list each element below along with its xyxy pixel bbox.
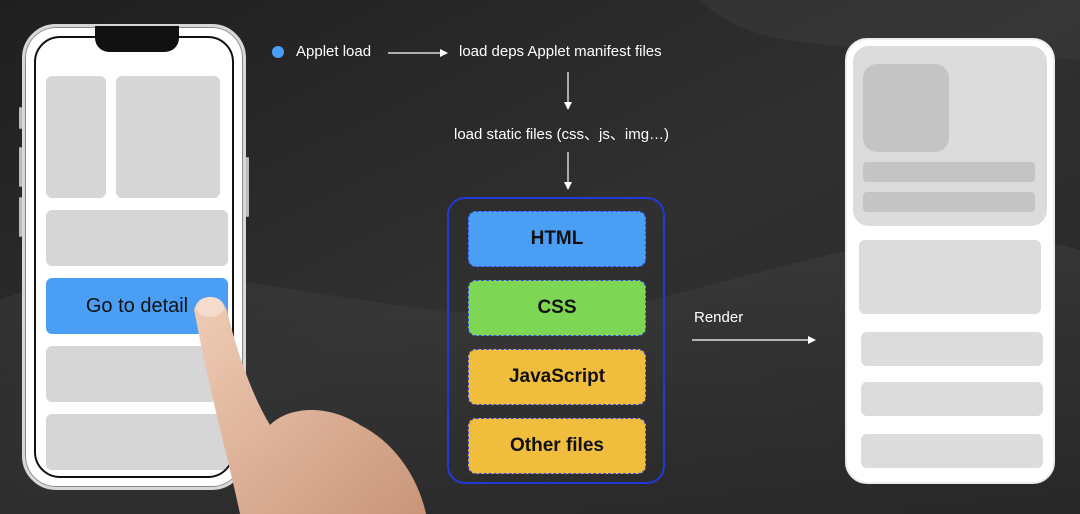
rendered-phone: [845, 38, 1055, 484]
list-item-placeholder: [861, 434, 1043, 468]
step-load-deps: load deps Applet manifest files: [459, 43, 662, 60]
file-other: Other files: [468, 418, 646, 474]
arrow-right-icon: [388, 49, 448, 57]
phone-screen: Go to detail: [34, 36, 234, 478]
pointing-hand-image: [194, 296, 426, 514]
phone-side-button: [246, 157, 249, 217]
arrow-down-icon: [564, 72, 572, 110]
placeholder-block: [46, 414, 228, 470]
static-files-group: HTML CSS JavaScript Other files: [447, 197, 665, 484]
avatar-placeholder: [863, 64, 949, 152]
content-block: [859, 240, 1041, 314]
file-html: HTML: [468, 211, 646, 267]
file-css: CSS: [468, 280, 646, 336]
placeholder-block: [116, 76, 220, 198]
list-item-placeholder: [861, 382, 1043, 416]
render-label: Render: [694, 309, 744, 326]
header-card: [853, 46, 1047, 226]
source-phone: Go to detail: [19, 24, 249, 490]
text-line-placeholder: [863, 192, 1035, 212]
phone-notch: [95, 26, 179, 52]
arrow-down-icon: [564, 152, 572, 190]
list-item-placeholder: [861, 332, 1043, 366]
placeholder-block: [46, 210, 228, 266]
phone-side-button: [19, 197, 22, 237]
arrow-right-icon: [692, 336, 816, 344]
start-dot-icon: [272, 46, 284, 58]
step-applet-load: Applet load: [296, 43, 372, 60]
file-javascript: JavaScript: [468, 349, 646, 405]
step-load-static: load static files (css、js、img…): [454, 126, 670, 143]
text-line-placeholder: [863, 162, 1035, 182]
phone-side-button: [19, 147, 22, 187]
placeholder-block: [46, 76, 106, 198]
placeholder-block: [46, 346, 228, 402]
phone-side-button: [19, 107, 22, 129]
